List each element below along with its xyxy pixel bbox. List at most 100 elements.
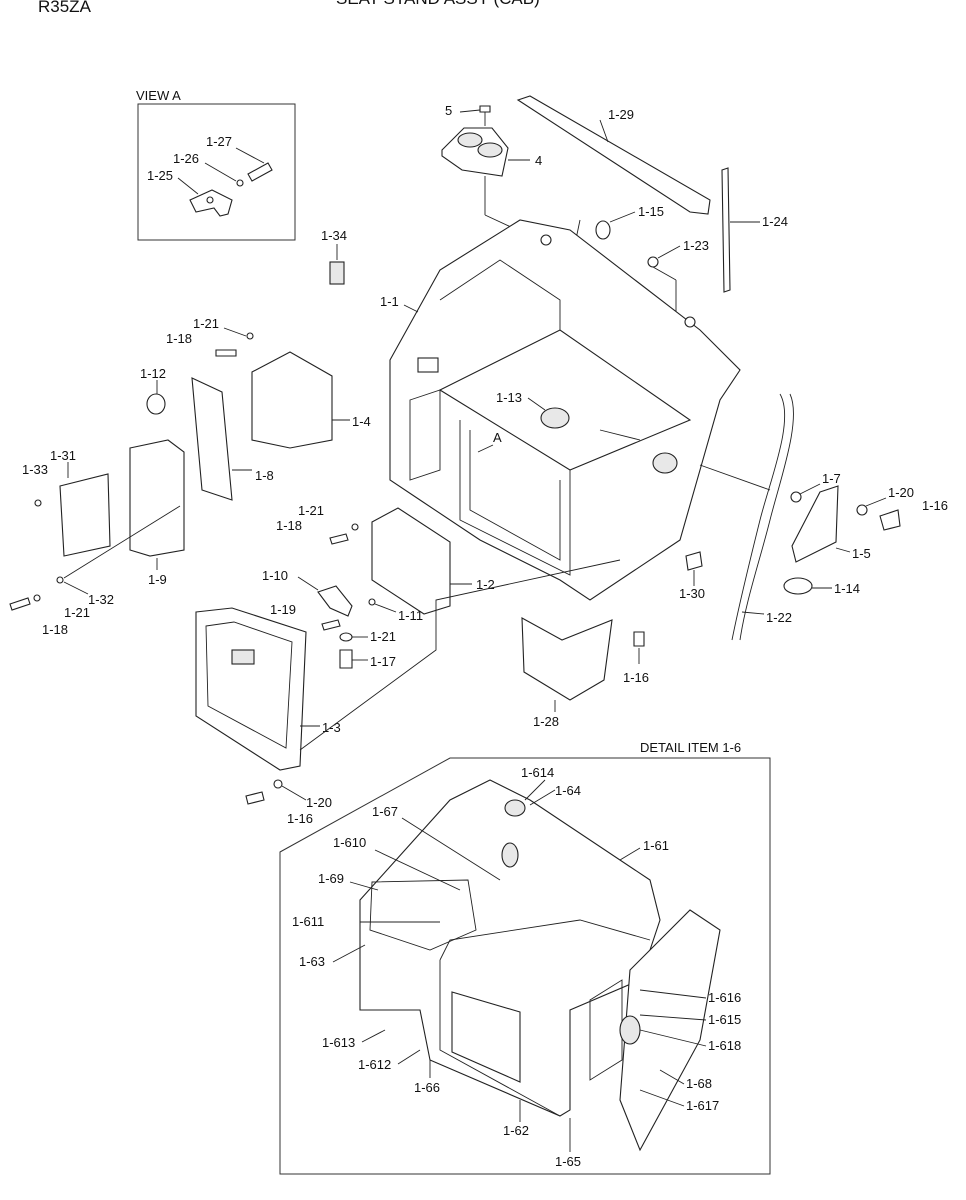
label-1-25: 1-25 — [147, 168, 173, 183]
view-a-arrow — [477, 444, 494, 453]
label-1-4: 1-4 — [352, 414, 371, 429]
bracket-plate — [251, 351, 333, 449]
label-1-613: 1-613 — [322, 1035, 355, 1050]
bolt-icon — [879, 509, 901, 531]
label-1-7: 1-7 — [822, 471, 841, 486]
bolt-icon — [329, 533, 349, 545]
bolt-icon — [245, 791, 265, 805]
top-strip — [516, 95, 711, 215]
grommet-icon — [595, 220, 611, 240]
label-1-611: 1-611 — [292, 914, 324, 929]
cover-parts-left: 1-31 1-33 1-9 1-32 — [22, 439, 185, 607]
bolt-icon — [685, 551, 703, 571]
label-1-21: 1-21 — [370, 629, 396, 644]
pad-icon — [329, 261, 345, 285]
detail-caption: DETAIL ITEM 1-6 — [640, 740, 741, 755]
washer-icon — [33, 594, 41, 602]
label-1-618: 1-618 — [708, 1038, 741, 1053]
label-1-16: 1-16 — [623, 670, 649, 685]
label-1-33: 1-33 — [22, 462, 48, 477]
seat-plate-top — [438, 329, 692, 471]
detail-frame — [279, 757, 771, 1175]
nut-icon — [647, 256, 659, 268]
label-1-20: 1-20 — [306, 795, 332, 810]
grommet-icon — [146, 393, 166, 415]
label-1-615: 1-615 — [708, 1012, 741, 1027]
label-5: 5 — [445, 103, 452, 118]
label-1-67: 1-67 — [372, 804, 398, 819]
label-1-23: 1-23 — [683, 238, 709, 253]
label-1-18: 1-18 — [166, 331, 192, 346]
label-1-65: 1-65 — [555, 1154, 581, 1169]
label-1-616: 1-616 — [708, 990, 741, 1005]
bolt-icon — [321, 619, 341, 631]
label-1-610: 1-610 — [333, 835, 366, 850]
bracket-plate — [191, 377, 233, 501]
label-1-24: 1-24 — [762, 214, 788, 229]
cover-1-28: 1-28 1-16 — [521, 617, 649, 729]
bolt-icon — [479, 105, 491, 113]
label-1-16: 1-16 — [287, 811, 313, 826]
label-1-11: 1-11 — [398, 608, 423, 623]
label-1-5: 1-5 — [852, 546, 871, 561]
washer-icon — [790, 491, 802, 503]
label-1-21: 1-21 — [64, 605, 90, 620]
washer-icon — [351, 523, 359, 531]
label-1-8: 1-8 — [255, 468, 274, 483]
label-4: 4 — [535, 153, 542, 168]
label-1-19: 1-19 — [270, 602, 296, 617]
washer-icon — [273, 779, 283, 789]
label-1-18: 1-18 — [42, 622, 68, 637]
screw-icon — [368, 598, 376, 606]
label-1-21: 1-21 — [193, 316, 219, 331]
label-1-1: 1-1 — [380, 294, 399, 309]
label-1-12: 1-12 — [140, 366, 166, 381]
bracket-1-8: 1-12 1-8 — [140, 366, 274, 501]
label-1-22: 1-22 — [766, 610, 792, 625]
side-panel — [619, 909, 721, 1152]
screw-icon — [34, 499, 42, 507]
bolt-icon — [247, 162, 273, 182]
label-1-14: 1-14 — [834, 581, 860, 596]
label-1-31: 1-31 — [50, 448, 76, 463]
top-parts: 5 4 1-29 1-24 — [441, 95, 788, 293]
fasteners-bottom: 1-20 1-16 — [245, 779, 332, 826]
label-1-64: 1-64 — [555, 783, 581, 798]
label-1-21: 1-21 — [298, 503, 324, 518]
label-1-17: 1-17 — [370, 654, 396, 669]
door-panel — [195, 607, 307, 771]
washer-icon — [246, 332, 254, 340]
label-1-27: 1-27 — [206, 134, 232, 149]
plate-1-2: 1-2 1-21 1-18 — [276, 503, 495, 615]
label-1-66: 1-66 — [414, 1080, 440, 1095]
detail-item-1-6: DETAIL ITEM 1-6 1-614 1-64 1-67 1-610 1-… — [279, 740, 771, 1175]
small-top-parts: 1-15 1-23 1-34 — [321, 204, 709, 330]
label-1-16: 1-16 — [922, 498, 948, 513]
hole — [504, 799, 526, 817]
label-1-20: 1-20 — [888, 485, 914, 500]
label-1-30: 1-30 — [679, 586, 705, 601]
edge-trim — [731, 393, 786, 641]
right-parts: 1-22 1-7 1-5 1-20 1-16 1-14 1-30 — [679, 393, 948, 641]
label-1-69: 1-69 — [318, 871, 344, 886]
seat-stand-frame: 1-1 1-13 A — [380, 219, 741, 601]
label-1-15: 1-15 — [638, 204, 664, 219]
washer-icon — [339, 632, 353, 642]
label-1-18: 1-18 — [276, 518, 302, 533]
arrow-label: A — [493, 430, 502, 445]
bolt-icon — [9, 597, 31, 611]
latch-parts: 1-10 1-19 1-11 1-21 1-17 — [262, 568, 423, 669]
grommet-hole — [540, 407, 570, 429]
label-1-26: 1-26 — [173, 151, 199, 166]
page-title: SEAT STAND ASSY (CAB) — [336, 0, 540, 8]
vertical-seal — [721, 167, 731, 293]
label-1-34: 1-34 — [321, 228, 347, 243]
bracket-plate — [791, 485, 839, 563]
washer-icon — [56, 576, 64, 584]
seat-box-body — [359, 779, 661, 1117]
rubber-mount-icon — [783, 577, 813, 595]
washer-icon — [236, 179, 244, 187]
label-1-63: 1-63 — [299, 954, 325, 969]
bolt-icon — [339, 649, 353, 669]
